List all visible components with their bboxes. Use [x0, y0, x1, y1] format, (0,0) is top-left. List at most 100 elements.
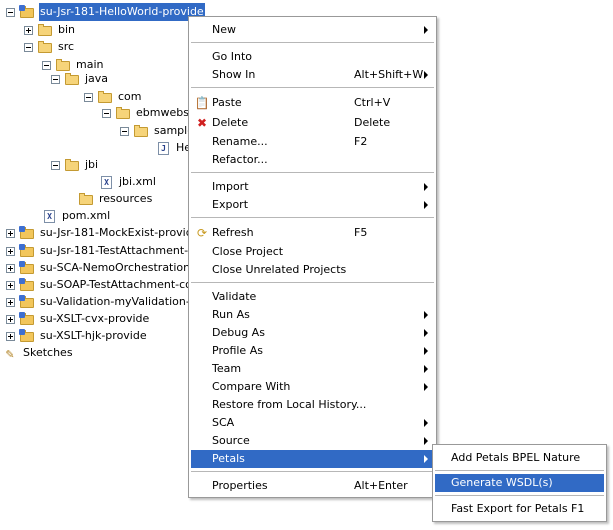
delete-icon: ✖ [196, 116, 208, 130]
expand-toggle[interactable] [24, 25, 33, 35]
collapse-toggle[interactable] [51, 74, 60, 84]
expand-toggle[interactable] [6, 246, 15, 256]
menu-item-source[interactable]: Source [191, 432, 434, 450]
tree-node-label: jbi.xml [119, 175, 156, 188]
tree-node-label: main [76, 58, 104, 71]
menu-item-debug-as[interactable]: Debug As [191, 324, 434, 342]
submenu-arrow-icon [424, 183, 428, 191]
menu-item-new[interactable]: New [191, 21, 434, 39]
menu-separator [191, 172, 434, 173]
folder-icon [37, 23, 53, 37]
tree-node-java[interactable]: java [51, 70, 109, 88]
menu-item-paste[interactable]: 📋 Paste Ctrl+V [194, 96, 391, 110]
tree-node-project[interactable]: su-Validation-myValidation-pro [6, 293, 209, 311]
menu-item-close-unrelated-projects[interactable]: Close Unrelated Projects [212, 263, 347, 276]
menu-separator [435, 470, 604, 471]
menu-item-properties[interactable]: Properties Alt+Enter [212, 479, 408, 492]
menu-item-petals[interactable]: Petals [191, 450, 434, 468]
menu-item-export[interactable]: Export [191, 196, 434, 214]
menu-item-restore-from-local-history[interactable]: Restore from Local History... [212, 398, 367, 411]
menu-item-team[interactable]: Team [191, 360, 434, 378]
tree-node-project[interactable]: su-Jsr-181-TestAttachment-pr [6, 242, 201, 260]
xml-file-icon: X [41, 209, 57, 223]
tree-node-project[interactable]: su-SCA-NemoOrchestration-pr [6, 259, 207, 277]
menu-separator [435, 495, 604, 496]
tree-node-jbi-xml[interactable]: X jbi.xml [98, 173, 157, 191]
tree-node-label: jbi [85, 158, 99, 171]
menu-item-compare-with[interactable]: Compare With [191, 378, 434, 396]
folder-icon [133, 124, 149, 138]
menu-separator [191, 87, 434, 88]
expand-toggle[interactable] [6, 228, 15, 238]
menu-item-validate[interactable]: Validate [212, 290, 257, 303]
tree-node-main[interactable]: main [42, 56, 104, 74]
paste-icon: 📋 [194, 96, 210, 110]
expand-toggle[interactable] [6, 297, 15, 307]
tree-node-pom-xml[interactable]: X pom.xml [41, 207, 111, 225]
expand-toggle[interactable] [6, 263, 15, 273]
pencil-icon: ✎ [5, 348, 15, 361]
tree-node-label: su-SCA-NemoOrchestration-pr [40, 261, 206, 274]
collapse-toggle[interactable] [51, 160, 60, 170]
expand-toggle[interactable] [6, 331, 15, 341]
collapse-toggle[interactable] [24, 42, 33, 52]
menu-item-refactor[interactable]: Refactor... [212, 153, 268, 166]
menu-item-go-into[interactable]: Go Into [212, 50, 253, 63]
tree-node-sketches[interactable]: ✎ Sketches [2, 344, 74, 362]
menu-item-generate-wsdl[interactable]: Generate WSDL(s) [435, 474, 604, 492]
petals-submenu: Add Petals BPEL Nature Generate WSDL(s) … [432, 444, 607, 522]
menu-item-add-petals-bpel-nature[interactable]: Add Petals BPEL Nature [451, 451, 581, 464]
project-folder-icon [19, 244, 35, 258]
submenu-arrow-icon [424, 419, 428, 427]
submenu-arrow-icon [424, 26, 428, 34]
tree-node-sample[interactable]: sample [120, 122, 195, 140]
tree-node-label: Sketches [23, 346, 73, 359]
collapse-toggle[interactable] [120, 126, 129, 136]
menu-item-show-in[interactable]: Show In Alt+Shift+W [191, 66, 434, 84]
menu-item-profile-as[interactable]: Profile As [191, 342, 434, 360]
collapse-toggle[interactable] [102, 108, 111, 118]
tree-node-label: java [85, 72, 109, 85]
expand-toggle[interactable] [6, 314, 15, 324]
tree-node-resources[interactable]: resources [78, 190, 153, 208]
tree-node-label: bin [58, 23, 76, 36]
java-file-icon: J [155, 141, 171, 155]
tree-node-label: resources [99, 192, 153, 205]
tree-node-project[interactable]: su-XSLT-hjk-provide [6, 327, 148, 345]
tree-node-label: su-Jsr-181-TestAttachment-pr [40, 244, 200, 257]
tree-node-bin[interactable]: bin [24, 21, 76, 39]
tree-node-label: src [58, 40, 75, 53]
tree-node-label: sample [154, 124, 194, 137]
menu-item-rename[interactable]: Rename... F2 [212, 135, 368, 148]
menu-item-fast-export-for-petals[interactable]: Fast Export for Petals F1 [451, 502, 585, 515]
tree-node-label: su-SOAP-TestAttachment-con [40, 278, 199, 291]
menu-item-refresh[interactable]: ⟳ Refresh F5 [191, 224, 434, 242]
menu-item-import[interactable]: Import [191, 178, 434, 196]
tree-node-com[interactable]: com [84, 88, 143, 106]
tree-node-ebmwebsc[interactable]: ebmwebsc [102, 104, 196, 122]
menu-item-close-project[interactable]: Close Project [212, 245, 284, 258]
menu-item-sca[interactable]: SCA [191, 414, 434, 432]
collapse-toggle[interactable] [84, 92, 93, 102]
tree-node-project[interactable]: su-SOAP-TestAttachment-con [6, 276, 200, 294]
tree-node-label: pom.xml [62, 209, 111, 222]
tree-node-project[interactable]: su-XSLT-cvx-provide [6, 310, 150, 328]
menu-item-delete[interactable]: ✖ Delete Delete [191, 114, 434, 132]
collapse-toggle[interactable] [6, 7, 15, 17]
tree-node-jbi[interactable]: jbi [51, 156, 99, 174]
tree-node-label: su-Jsr-181-MockExist-provide [40, 226, 200, 239]
tree-node-project[interactable]: su-Jsr-181-HelloWorld-provide [6, 3, 205, 21]
menu-item-run-as[interactable]: Run As [191, 306, 434, 324]
tree-node-project[interactable]: su-Jsr-181-MockExist-provide [6, 224, 201, 242]
source-folder-icon [64, 72, 80, 86]
tree-node-src[interactable]: src [24, 38, 75, 56]
folder-icon [97, 90, 113, 104]
project-folder-icon [19, 5, 35, 19]
submenu-arrow-icon [424, 455, 428, 463]
expand-toggle[interactable] [6, 280, 15, 290]
folder-icon [115, 106, 131, 120]
menu-separator [191, 217, 434, 218]
project-folder-icon [19, 261, 35, 275]
collapse-toggle[interactable] [42, 60, 51, 70]
tree-node-java-file[interactable]: J He [155, 139, 192, 157]
